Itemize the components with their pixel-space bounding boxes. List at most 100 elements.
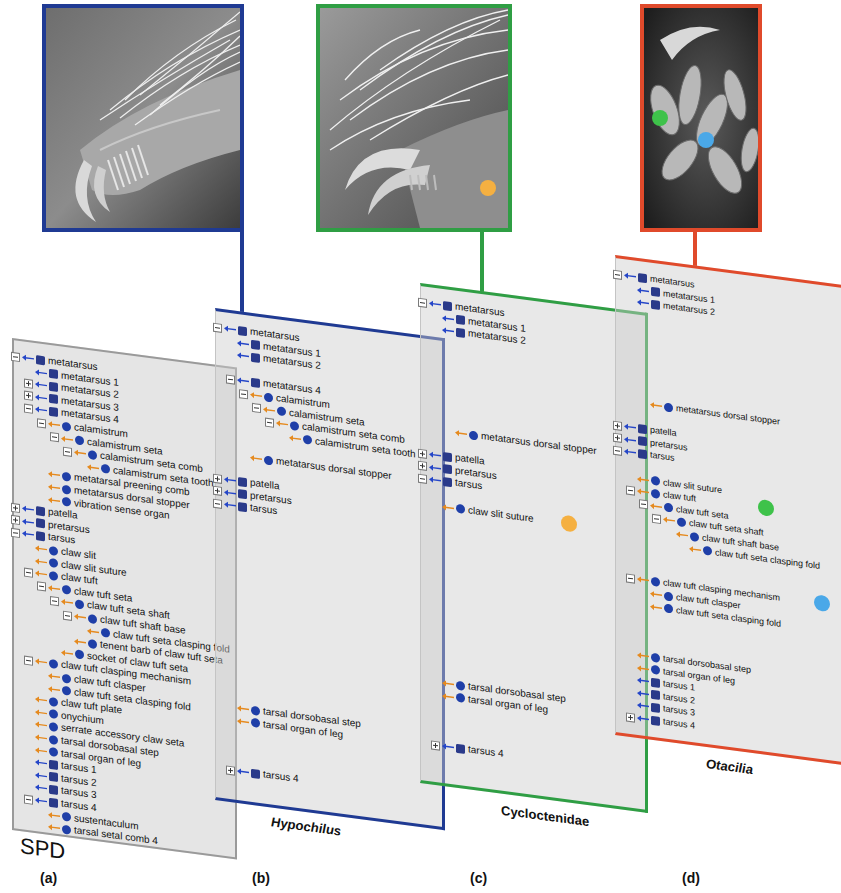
- tree-item-label: tarsus 4: [468, 743, 504, 760]
- property-icon: [49, 558, 58, 568]
- tree-arrow: [35, 733, 48, 743]
- tree-arrow: [442, 326, 455, 336]
- tree-arrow: [637, 689, 650, 699]
- instance-icon: [36, 531, 45, 541]
- leader-line: [480, 230, 484, 292]
- expander-box: [626, 712, 635, 722]
- instance-icon: [251, 768, 260, 778]
- expander-box: [63, 446, 72, 456]
- property-icon: [88, 614, 97, 624]
- expander-box: [418, 448, 427, 458]
- marker-dot: [561, 514, 577, 532]
- tree-arrow: [429, 450, 442, 460]
- instance-icon: [638, 424, 647, 434]
- tree-arrow: [35, 393, 48, 403]
- image-frame: [44, 6, 242, 230]
- property-icon: [49, 709, 58, 719]
- tree-arrow: [663, 516, 676, 526]
- expander-box: [63, 610, 72, 620]
- sheet-title: Otacilia: [706, 756, 753, 778]
- property-icon: [88, 639, 97, 649]
- expander-box: [24, 378, 33, 388]
- expander-box: [226, 765, 235, 775]
- instance-icon: [443, 301, 452, 311]
- property-icon: [651, 476, 660, 486]
- tree-sheet: metatarsusmetatarsus 1metatarsus 2metata…: [12, 338, 237, 860]
- tree-arrow: [442, 691, 455, 701]
- tree-arrow: [74, 637, 87, 647]
- property-icon: [49, 697, 58, 707]
- property-icon: [264, 392, 273, 402]
- instance-icon: [49, 407, 58, 417]
- instance-icon: [651, 677, 660, 687]
- tree-arrow: [237, 338, 250, 348]
- property-icon: [62, 471, 71, 481]
- tree-arrow: [22, 530, 35, 540]
- property-icon: [251, 718, 260, 728]
- expander-box: [239, 389, 248, 399]
- instance-icon: [651, 287, 660, 297]
- instance-icon: [49, 785, 58, 795]
- tree-item-label: metatarsus dorsal stopper: [676, 402, 780, 428]
- tree-arrow: [650, 590, 663, 600]
- property-icon: [456, 504, 465, 514]
- property-icon: [651, 577, 660, 587]
- property-icon: [62, 484, 71, 494]
- tree-arrow: [637, 714, 650, 724]
- expander-box: [626, 573, 635, 583]
- tree-arrow: [61, 648, 74, 658]
- instance-icon: [638, 273, 647, 283]
- tree-arrow: [48, 495, 61, 505]
- property-icon: [664, 604, 673, 614]
- tree-arrow: [237, 716, 250, 726]
- expander-box: [213, 473, 222, 483]
- property-icon: [251, 705, 260, 715]
- instance-icon: [49, 394, 58, 404]
- instance-icon: [456, 743, 465, 753]
- expander-box: [252, 403, 261, 413]
- property-icon: [62, 686, 71, 696]
- tree-arrow: [442, 313, 455, 323]
- property-icon: [88, 450, 97, 460]
- expander-box: [24, 567, 33, 577]
- tree-arrow: [624, 422, 637, 432]
- tree-arrow: [676, 530, 689, 540]
- tree-arrow: [637, 676, 650, 686]
- tree-arrow: [35, 720, 48, 730]
- tree-arrow: [48, 684, 61, 694]
- tree-arrow: [48, 584, 61, 594]
- tree-arrow: [35, 569, 48, 579]
- property-icon: [469, 430, 478, 440]
- expander-box: [50, 596, 59, 606]
- tree-arrow: [237, 351, 250, 361]
- tree-arrow: [48, 420, 61, 430]
- tree-item-label: tarsus: [455, 477, 482, 493]
- tree-arrow: [650, 602, 663, 612]
- tree-item-label: claw slit suture: [468, 504, 534, 525]
- expander-box: [418, 474, 427, 484]
- marker-dot: [814, 595, 830, 613]
- expander-box: [639, 499, 648, 509]
- instance-icon: [651, 715, 660, 725]
- tree-arrow: [224, 501, 237, 511]
- tree-arrow: [455, 429, 468, 439]
- instance-icon: [238, 502, 247, 512]
- instance-icon: [49, 382, 58, 392]
- instance-icon: [49, 797, 58, 807]
- tree-arrow: [637, 474, 650, 484]
- expander-box: [652, 514, 661, 524]
- instance-icon: [638, 436, 647, 446]
- expander-box: [613, 269, 622, 279]
- expander-box: [37, 582, 46, 592]
- instance-icon: [651, 703, 660, 713]
- tree-arrow: [48, 823, 61, 833]
- tree-arrow: [87, 626, 100, 636]
- expander-box: [24, 403, 33, 413]
- tree-arrow: [650, 401, 663, 411]
- tree-arrow: [429, 299, 442, 309]
- expander-box: [11, 528, 20, 538]
- tree-arrow: [442, 502, 455, 512]
- property-icon: [75, 650, 84, 660]
- tree-arrow: [48, 810, 61, 820]
- tree-arrow: [35, 657, 48, 667]
